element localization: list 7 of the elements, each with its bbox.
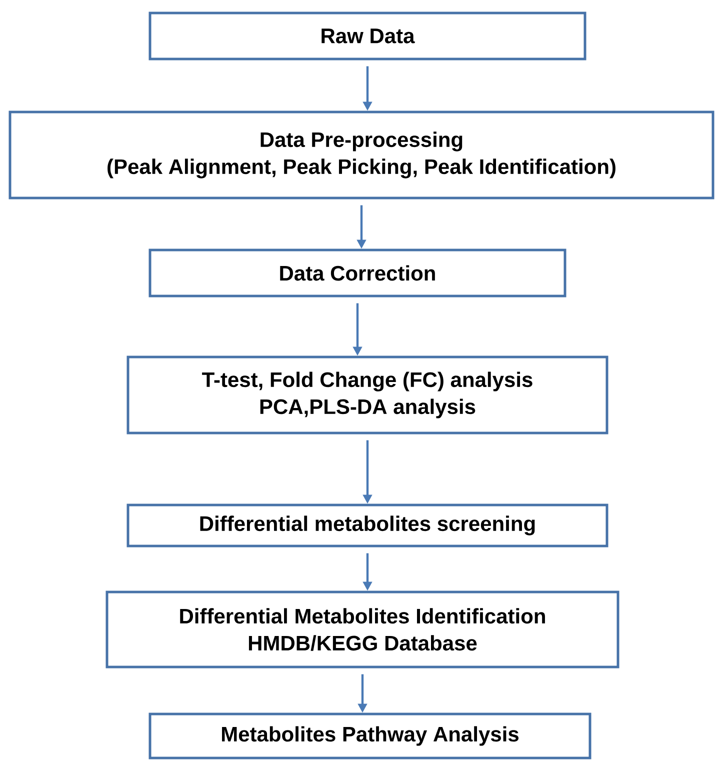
process-box: Data Pre-processing (Peak Alignment, Peak Picking, Peak Identification) <box>8 110 714 200</box>
process-box: Metabolites Pathway Analysis <box>148 712 592 760</box>
process-box: T-test, Fold Change (FC) analysis PCA,PLS-DA analysis <box>126 356 608 434</box>
process-box: Data Correction <box>148 248 566 298</box>
process-box: Raw Data <box>148 12 586 60</box>
process-box: Differential Metabolites Identification HMDB/KEGG Database <box>106 590 620 668</box>
process-box: Differential metabolites screening <box>126 504 608 548</box>
